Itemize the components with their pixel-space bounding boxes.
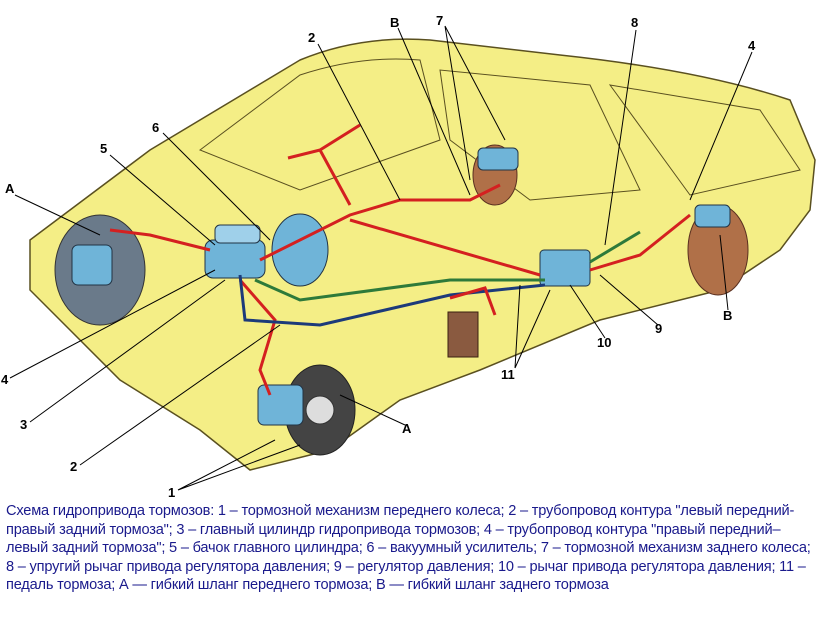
label-4-top: 4 [748,38,756,53]
pipe-blue [238,274,546,327]
pressure-regulator [539,249,591,287]
label-2-bottom: 2 [70,459,77,474]
label-A-left: А [5,181,15,196]
label-2-top: 2 [308,30,315,45]
windshield [198,58,441,191]
label-7: 7 [436,13,443,28]
label-9: 9 [655,321,662,336]
label-10: 10 [597,335,611,350]
brake-pedal [447,311,479,358]
pipe-green [254,230,641,302]
master-cylinder [204,239,266,279]
rear-caliper-right [694,204,731,228]
label-6: 6 [152,120,159,135]
leader-lines [9,25,753,491]
diagram-caption: Схема гидропривода тормозов: 1 – тормозн… [6,503,811,594]
label-B-top: В [390,15,399,30]
label-4-left: 4 [1,372,9,387]
rear-window [608,84,801,196]
label-A-right: А [402,421,412,436]
pressure-indicator-arrows [287,123,497,316]
label-1: 1 [168,485,175,500]
brake-system-diagram: 2 В 7 8 4 6 5 А 4 3 2 1 А 10 9 11 В [1,13,816,500]
front-caliper-right [257,384,304,426]
label-B-right: В [723,308,732,323]
reservoir [214,224,261,244]
label-11: 11 [501,367,515,382]
label-3: 3 [20,417,27,432]
label-5: 5 [100,141,107,156]
label-8: 8 [631,15,638,30]
rear-caliper-left [477,147,519,171]
front-caliper-left [71,244,113,286]
